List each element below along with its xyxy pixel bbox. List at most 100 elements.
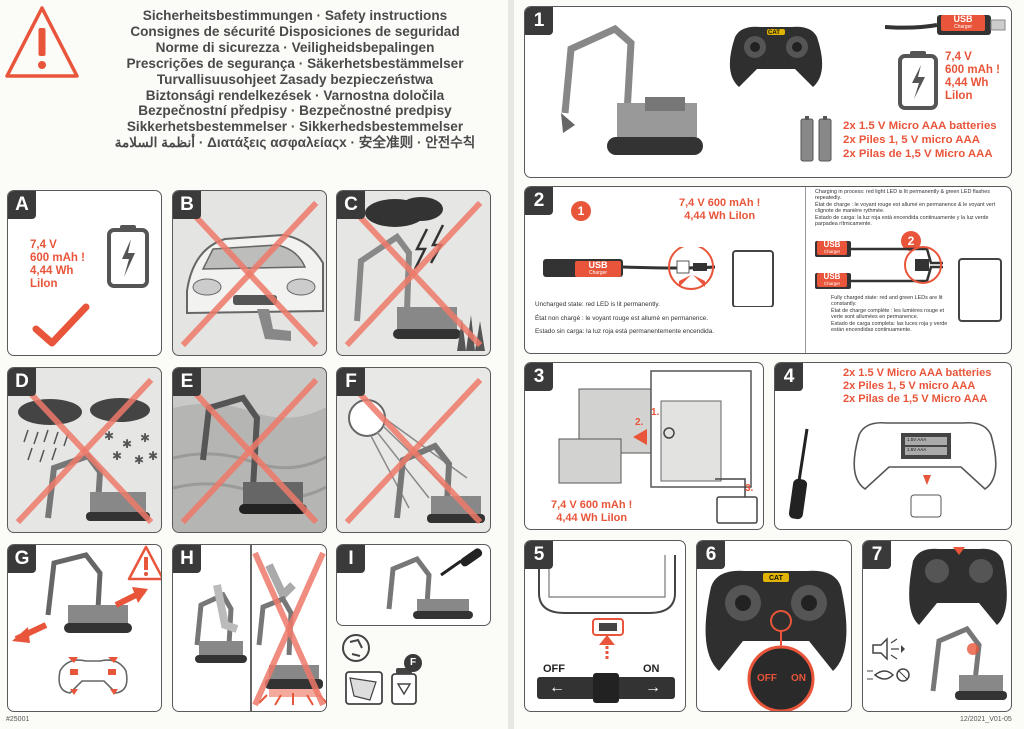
spec-line: 4,44 Wh LiIon [556,512,628,524]
battery-cell-label: 1.5V AAA [907,437,927,442]
step-7-panel: 7 [862,540,1012,712]
panel-f: F [336,367,491,533]
step-label: 4 [775,363,803,391]
usb-charger-label: USB Charger [817,241,847,255]
panel-label: C [337,191,365,219]
text-line: État de charge : le voyant rouge est all… [815,201,996,215]
step-5-panel: 5 OFF ON ← → [524,540,686,712]
battery-spec: 7,4 V 600 mAh ! 4,44 Wh LiIon [679,197,760,223]
aaa-battery-text: 2x 1.5 V Micro AAA batteries 2x Piles 1,… [843,119,997,161]
text-line: Estado de carga: la luz roja está encend… [815,214,989,228]
spec-line: 4,44 Wh LiIon [684,210,756,222]
title-line: Prescrições de segurança · Säkerhetsbest… [126,55,464,71]
title-line: Biztonsági rendelkezések · Varnostna dol… [145,87,445,103]
panel-label: I [337,545,365,573]
on-label: ON [643,663,660,675]
spec-line: 7,4 V 600 mAh ! [551,499,633,511]
step-circle-1: 1 [571,201,591,221]
battery-icon [107,225,149,288]
svg-text:✱: ✱ [122,437,132,451]
uncharged-state-text: Uncharged state: red LED is lit permanen… [535,301,755,336]
prohibited-cross-icon [180,200,319,348]
step-3-panel: 3 1. 2. 3. 7,4 V 600 mAh ! 4,44 Wh LiIon [524,362,764,530]
step-label: 2 [525,187,553,215]
off-label: OFF [757,673,777,684]
text-line: Estado sin carga: la luz roja está perma… [535,328,715,336]
prohibited-cross-icon [180,377,319,525]
title-line: Bezpečnostní předpisy · Bezpečnostné pre… [138,103,452,119]
text-line: Charging in process: red light LED is li… [815,189,990,202]
text-line: État non chargé : le voyant rouge est al… [535,314,709,322]
panel-b: B [172,190,327,356]
panel-label: E [173,368,201,396]
panel-d: D ✱✱✱ ✱✱✱ [7,367,162,533]
prohibited-cross-icon [344,377,483,525]
text-line: État de charge complète : les lumières r… [831,307,944,321]
safety-title-block: Sicherheitsbestimmungen · Safety instruc… [90,8,500,151]
panel-label: D [8,368,36,396]
prohibited-cross-icon [15,377,154,525]
remote-control-icon [705,570,847,711]
panel-label: H [173,545,201,573]
right-page: 1 CAT USB Charger [514,0,1024,729]
step-circle-2: 2 [901,231,921,251]
panel-label: G [8,545,36,573]
prohibited-cross-icon [344,200,483,348]
divider [805,187,806,353]
usb-text: USB [823,272,841,281]
step-label: 5 [525,541,553,569]
step-label: 7 [863,541,891,569]
text-line: Estado de carga completa: las luces roja… [831,320,948,334]
svg-text:✱: ✱ [148,449,158,463]
battery-line: 2x Pilas de 1,5 V Micro AAA [843,393,988,405]
text-line: Uncharged state: red LED is lit permanen… [535,301,660,308]
recycle-icon [342,634,417,705]
footer-code: #25001 [6,716,30,723]
svg-text:✱: ✱ [140,431,150,445]
spec-chemistry: LiIon [30,278,58,290]
spec-voltage: 7,4 V [30,239,57,251]
panel-i: I [336,544,491,626]
usb-text: USB [953,14,973,24]
recycle-letter-badge: F [404,654,422,672]
usb-text: USB [823,240,841,249]
usb-charger-label: USB Charger [575,261,621,277]
battery-compartment-diagram [558,370,758,524]
step-1-panel: 1 CAT USB Charger [524,6,1012,178]
full-charge-text: Fully charged state: red and green LEDs … [831,295,955,333]
usb-charger-label: USB Charger [941,15,985,31]
aaa-battery-text: 2x 1.5 V Micro AAA batteries 2x Piles 1,… [843,367,991,406]
aaa-batteries-icon [800,116,832,162]
step-label: 6 [697,541,725,569]
spec-energy: 4,44 Wh [30,265,74,277]
panel-c: C [336,190,491,356]
remote-back-icon [853,421,997,518]
step-4-panel: 4 2x 1.5 V Micro AAA batteries 2x Piles … [774,362,1012,530]
battery-spec: 7,4 V 600 mAh ! 4,44 Wh LiIon [551,499,632,525]
arrow-left-icon: ← [549,679,565,696]
step-number: 1. [651,407,660,418]
left-page: Sicherheitsbestimmungen · Safety instruc… [0,0,508,729]
battery-spec: 7,4 V 600 mAh ! 4,44 Wh LiIon [30,239,85,291]
title-line: Sikkerhetsbestemmelser · Sikkerhedsbeste… [126,119,464,135]
power-switch[interactable]: ← → [537,673,675,703]
step-number: 3. [745,483,754,494]
switch-diagram [538,555,676,661]
panel-h: H [172,544,327,712]
battery-cell-label: 1.5V AAA [907,447,927,452]
spec-voltage: 7,4 V [945,51,972,63]
arrow-right-icon: → [645,679,661,696]
warning-icon [5,6,79,78]
title-line: أنظمة السلامة · Διατάξεις ασφαλείαςx · 安… [114,135,476,151]
usb-sub-text: Charger [953,24,973,30]
title-line: Consignes de sécurité Disposiciones de s… [130,23,460,39]
spec-capacity: 600 mAh ! [945,64,1000,76]
usb-sub-text: Charger [823,281,841,286]
svg-text:✱: ✱ [134,453,144,467]
excavator-icon [561,24,703,155]
text-line: Fully charged state: red and green LEDs … [831,295,943,308]
step-2-panel: 2 1 USB Charger 7,4 V 600 mAh ! 4,44 Wh … [524,186,1012,354]
on-label: ON [791,673,806,684]
title-line: Turvallisuusohjeet Zasady bezpieczeństwa [156,71,434,87]
step-label: 1 [525,7,553,35]
